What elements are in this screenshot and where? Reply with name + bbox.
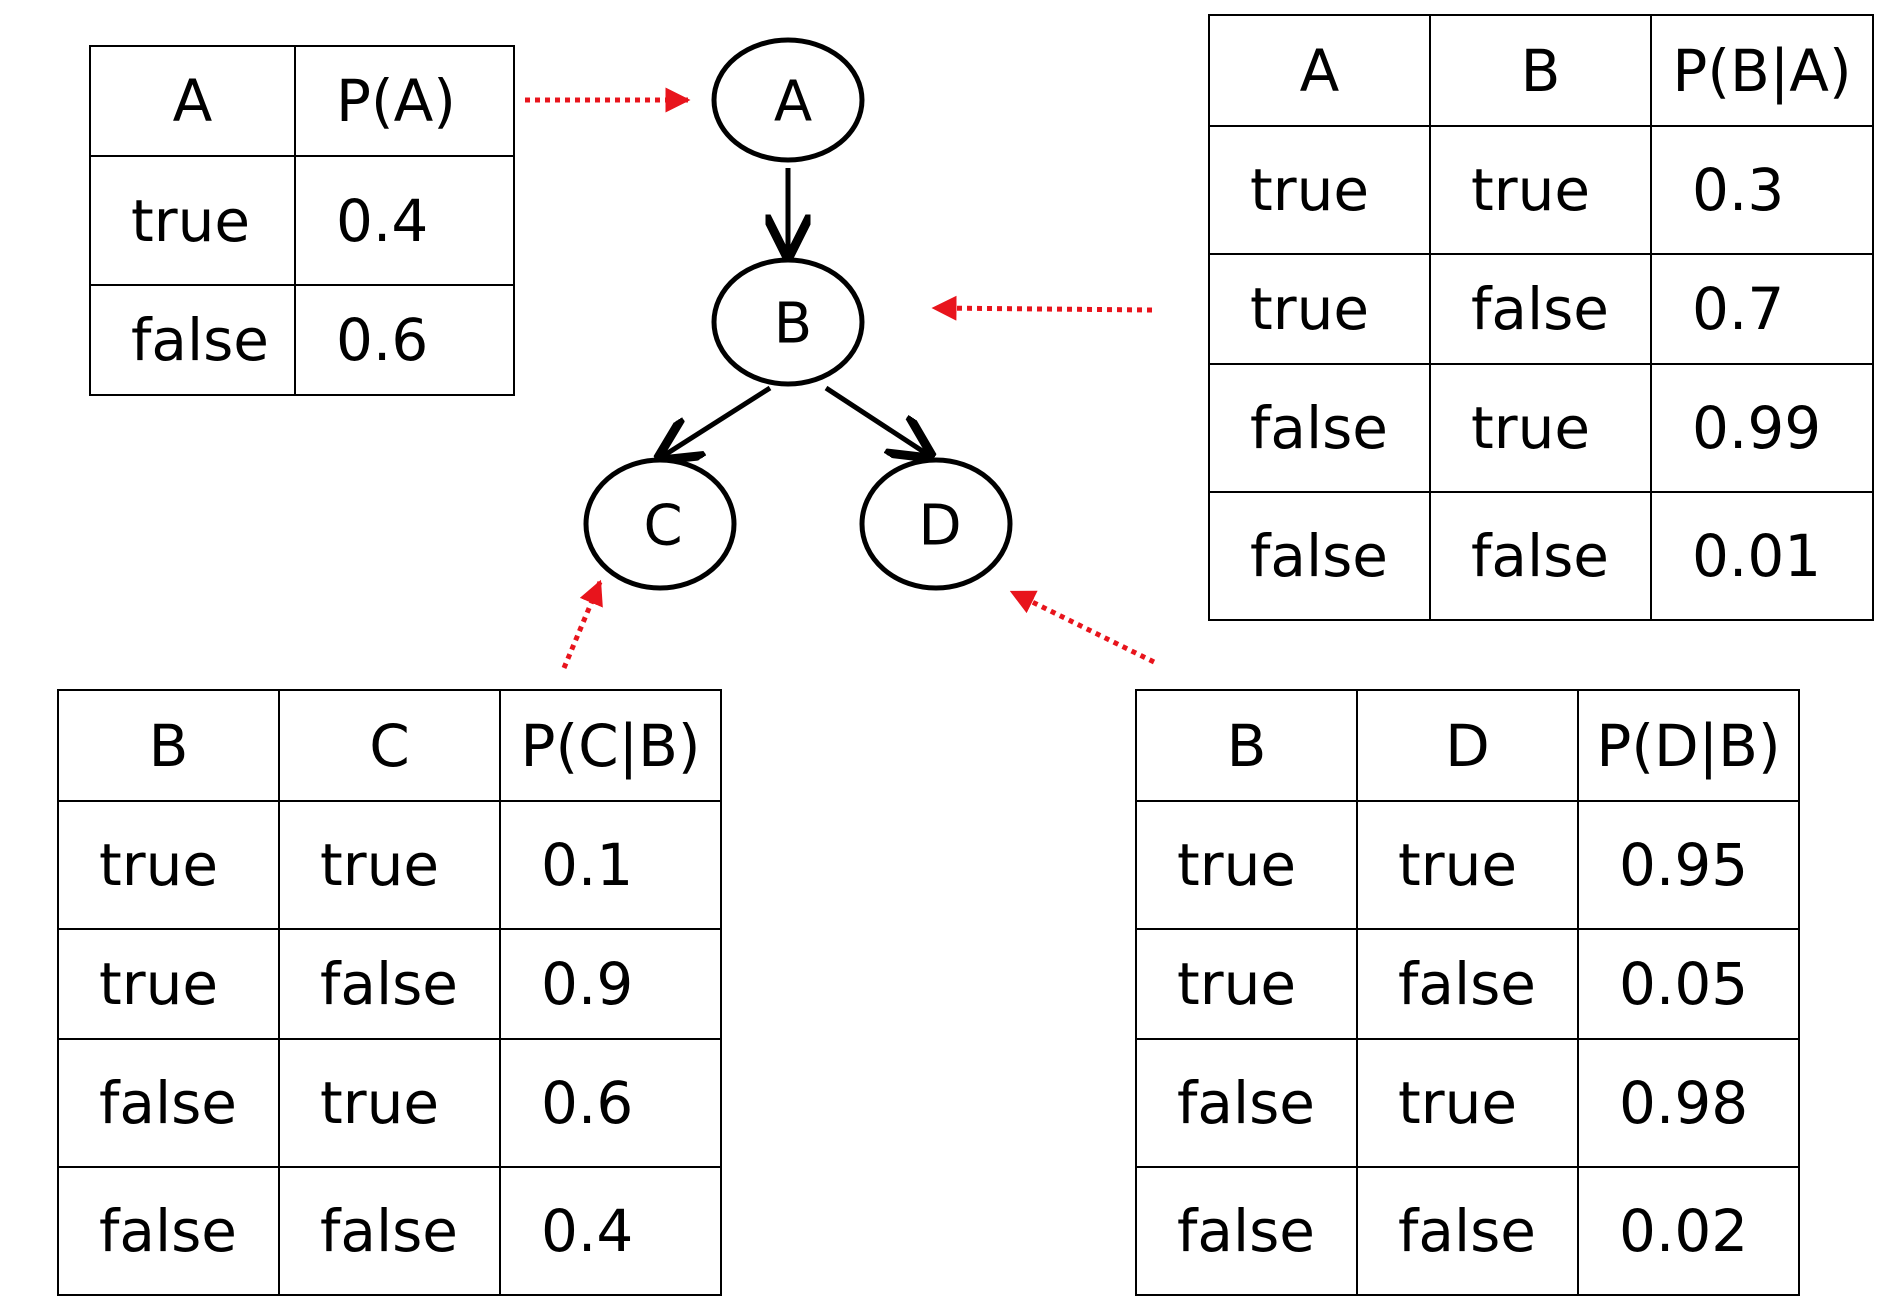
cpt-cell: 0.7 xyxy=(1650,253,1874,365)
cpt-header: B xyxy=(1429,14,1652,127)
cpt-cell: true xyxy=(1135,800,1358,930)
cpt-cell: 0.1 xyxy=(499,800,722,930)
cpt-cell: true xyxy=(1208,125,1431,255)
cpt-cell: 0.3 xyxy=(1650,125,1874,255)
cpt-header-row: A P(A) xyxy=(89,45,515,157)
cpt-cell: false xyxy=(278,1166,501,1296)
node-a-label: A xyxy=(774,70,812,135)
node-d-label: D xyxy=(918,494,961,559)
cpt-p-a: A P(A) true 0.4 false 0.6 xyxy=(89,45,515,396)
cpt-cell: 0.98 xyxy=(1577,1038,1800,1168)
cpt-header-row: B D P(D|B) xyxy=(1135,689,1800,802)
cpt-cell: 0.6 xyxy=(294,284,515,396)
cpt-header-row: A B P(B|A) xyxy=(1208,14,1874,127)
cpt-header: P(D|B) xyxy=(1577,689,1800,802)
cpt-row: false false 0.02 xyxy=(1135,1166,1800,1296)
cpt-cell: 0.6 xyxy=(499,1038,722,1168)
cpt-cell: true xyxy=(89,155,296,286)
cpt-cell: false xyxy=(89,284,296,396)
cpt-cell: true xyxy=(1356,800,1579,930)
node-a: A xyxy=(711,37,865,163)
cpt-cell: false xyxy=(1429,253,1652,365)
cpt-row: true 0.4 xyxy=(89,155,515,286)
cpt-cell: false xyxy=(1208,363,1431,493)
cpt-row: true true 0.95 xyxy=(1135,800,1800,930)
cpt-row: false true 0.6 xyxy=(57,1038,722,1168)
cpt-cell: true xyxy=(1429,125,1652,255)
cpt-header: B xyxy=(1135,689,1358,802)
cpt-cell: true xyxy=(1356,1038,1579,1168)
cpt-row: true false 0.7 xyxy=(1208,253,1874,365)
cpt-cell: 0.99 xyxy=(1650,363,1874,493)
pointer-pba-to-b xyxy=(931,295,1153,321)
cpt-cell: false xyxy=(1135,1038,1358,1168)
cpt-row: true false 0.9 xyxy=(57,928,722,1040)
pointer-pcb-to-c xyxy=(561,579,603,669)
cpt-cell: false xyxy=(1135,1166,1358,1296)
cpt-cell: 0.4 xyxy=(294,155,515,286)
edge-b-d xyxy=(824,385,930,456)
node-d: D xyxy=(859,457,1013,591)
cpt-row: false true 0.98 xyxy=(1135,1038,1800,1168)
edge-b-c xyxy=(660,385,772,458)
cpt-cell: false xyxy=(1356,1166,1579,1296)
cpt-cell: 0.4 xyxy=(499,1166,722,1296)
cpt-header-row: B C P(C|B) xyxy=(57,689,722,802)
cpt-cell: true xyxy=(57,800,280,930)
cpt-row: false 0.6 xyxy=(89,284,515,396)
cpt-header: P(A) xyxy=(294,45,515,157)
cpt-cell: false xyxy=(278,928,501,1040)
node-c: C xyxy=(583,457,737,591)
cpt-cell: false xyxy=(1208,491,1431,621)
cpt-cell: false xyxy=(1356,928,1579,1040)
cpt-header: C xyxy=(278,689,501,802)
cpt-cell: true xyxy=(278,800,501,930)
node-b-label: B xyxy=(774,292,812,357)
cpt-cell: 0.95 xyxy=(1577,800,1800,930)
cpt-row: true true 0.3 xyxy=(1208,125,1874,255)
cpt-header: A xyxy=(89,45,296,157)
cpt-p-d-given-b: B D P(D|B) true true 0.95 true false 0.0… xyxy=(1135,689,1800,1296)
cpt-cell: false xyxy=(1429,491,1652,621)
cpt-row: false true 0.99 xyxy=(1208,363,1874,493)
cpt-cell: 0.05 xyxy=(1577,928,1800,1040)
cpt-cell: 0.9 xyxy=(499,928,722,1040)
cpt-header: B xyxy=(57,689,280,802)
cpt-cell: true xyxy=(1135,928,1358,1040)
cpt-row: false false 0.4 xyxy=(57,1166,722,1296)
cpt-row: true false 0.05 xyxy=(1135,928,1800,1040)
cpt-p-c-given-b: B C P(C|B) true true 0.1 true false 0.9 … xyxy=(57,689,722,1296)
cpt-header: P(B|A) xyxy=(1650,14,1874,127)
cpt-header: D xyxy=(1356,689,1579,802)
cpt-header: P(C|B) xyxy=(499,689,722,802)
cpt-cell: true xyxy=(278,1038,501,1168)
cpt-cell: false xyxy=(57,1166,280,1296)
cpt-cell: true xyxy=(1429,363,1652,493)
node-b: B xyxy=(711,257,865,387)
cpt-row: false false 0.01 xyxy=(1208,491,1874,621)
cpt-cell: false xyxy=(57,1038,280,1168)
cpt-cell: 0.02 xyxy=(1577,1166,1800,1296)
node-c-label: C xyxy=(643,494,682,559)
cpt-row: true true 0.1 xyxy=(57,800,722,930)
pointer-pdb-to-d xyxy=(1009,589,1156,665)
cpt-cell: true xyxy=(57,928,280,1040)
cpt-cell: true xyxy=(1208,253,1431,365)
cpt-cell: 0.01 xyxy=(1650,491,1874,621)
cpt-p-b-given-a: A B P(B|A) true true 0.3 true false 0.7 … xyxy=(1208,14,1874,621)
cpt-header: A xyxy=(1208,14,1431,127)
